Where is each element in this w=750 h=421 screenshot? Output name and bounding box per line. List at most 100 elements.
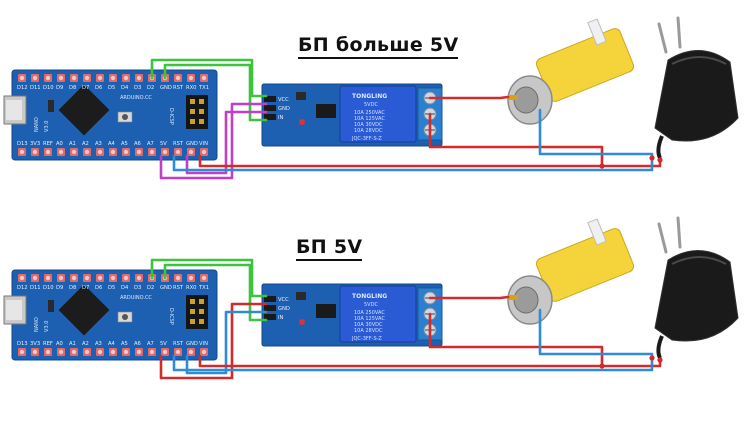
bottom-pin-hole [175,349,181,355]
top-pin-hole [175,275,181,281]
top-pin-label: D6 [95,85,102,91]
bottom-pin-label: A0 [56,141,63,147]
adapter-highlight [671,256,727,265]
adapter-prong [676,16,682,49]
bottom-pin-hole [19,149,25,155]
regulator [48,300,54,312]
wire-relay-vcc [159,302,268,380]
icsp-pin [199,299,204,304]
icsp-header [186,95,208,129]
top-pin-label: TX1 [198,85,209,91]
relay-rating: 10A 28VDC [354,128,383,134]
power-adapter [654,216,739,359]
version-label: V3.0 [44,121,50,132]
bottom-pin-label: A4 [108,341,116,347]
top-pin-hole [201,275,207,281]
top-pin-label: D7 [82,285,89,291]
bottom-pin-hole [110,149,116,155]
bottom-pin-hole [136,149,142,155]
top-pin-label: D9 [56,85,63,91]
bottom-pin-label: A0 [56,341,63,347]
bottom-pin-hole [84,149,90,155]
relay-cube [339,85,417,143]
relay-rating: 10A 28VDC [354,328,383,334]
wire-signal-green [150,58,268,98]
motor-shaft [587,18,607,46]
bottom-pin-label: A6 [134,341,141,347]
motor-terminal [508,95,518,100]
top-pin-hole [136,75,142,81]
top-pin-hole [45,75,51,81]
wire-signal-green [163,263,268,322]
top-diagram-title: БП больше 5V [298,34,459,59]
icsp-pin [199,319,204,324]
top-pin-label: D3 [134,85,141,91]
transistor [296,292,306,300]
bottom-pin-label: A4 [108,141,116,147]
bottom-pin-hole [19,349,25,355]
icsp-pin [199,99,204,104]
bottom-diagram-title: БП 5V [296,236,363,261]
top-pin-label: RST [173,285,184,291]
top-pin-label: D5 [108,285,115,291]
adapter-prong [657,22,668,54]
top-pin-hole [188,275,194,281]
adapter-prong [657,222,668,254]
top-pin-label: D8 [69,285,76,291]
bottom-pin-hole [188,149,194,155]
bottom-pin-label: GND [186,141,198,147]
top-pin-hole [201,75,207,81]
bottom-pin-label: A6 [134,141,141,147]
top-pin-hole [136,275,142,281]
wire-power-plus [198,154,662,168]
bottom-pin-label: REF [43,341,53,347]
bottom-pin-label: VIN [199,341,208,347]
bottom-pin-label: A3 [95,341,102,347]
adapter-cable [656,335,664,359]
arduino-label: ARDUINO.CC [120,95,152,101]
bottom-pin-hole [97,149,103,155]
bottom-pin-hole [162,349,168,355]
bottom-pin-label: A5 [121,341,128,347]
bottom-pin-label: 5V [160,141,167,147]
bottom-pin-label: D13 [17,341,28,347]
top-pin-hole [84,275,90,281]
bottom-pin-hole [58,349,64,355]
wire-relay-to-motor [428,295,510,300]
top-pin-label: RX0 [186,285,196,291]
bottom-pin-label: A1 [69,141,76,147]
bottom-pin-label: A2 [82,341,89,347]
bottom-pin-hole [71,149,77,155]
adapter-prong [676,216,682,249]
wire-relay-gnd [185,310,268,375]
top-pin-label: D5 [108,85,115,91]
bottom-pin-label: REF [43,141,53,147]
nano-label: NANO [34,117,40,132]
icsp-block [186,95,208,129]
bottom-pin-label: A7 [147,341,154,347]
bottom-pin-hole [32,349,38,355]
bottom-pin-hole [45,149,51,155]
relay-rating: 10A 30VDC [354,322,383,328]
version-label: V3.0 [44,321,50,332]
wire-junction [649,355,655,361]
top-pin-label: D10 [43,285,54,291]
relay-rating: 10A 250VAC [354,110,385,116]
relay-pin-label: IN [278,315,284,321]
bottom-pin-hole [123,349,129,355]
motor-shaft [587,218,607,246]
top-pin-hole [45,275,51,281]
relay-pin-label: VCC [278,97,289,103]
top-pin-label: D4 [121,285,129,291]
top-pin-label: D8 [69,85,76,91]
icsp-pin [190,319,195,324]
top-pin-label: D3 [134,285,141,291]
icsp-pin [190,109,195,114]
dc-motor [507,18,635,125]
